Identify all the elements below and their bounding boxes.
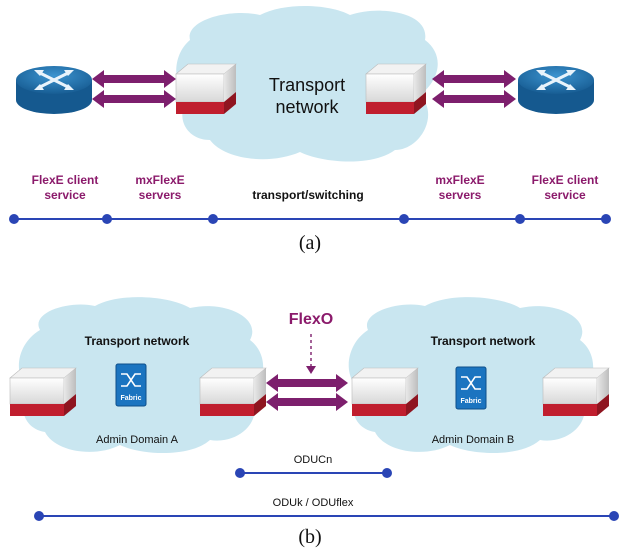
label-line: FlexE client: [531, 173, 599, 187]
label-left-flexe-client: FlexE client service: [20, 173, 110, 203]
server-box-icon-a-left: [175, 63, 237, 114]
oduk-line: [34, 511, 619, 521]
label-line: servers: [138, 188, 182, 202]
admin-domain-a-label: Admin Domain A: [96, 434, 178, 446]
label-left-mxflexe-servers: mxFlexE servers: [120, 173, 200, 203]
flexo-pointer-arrow: [306, 334, 316, 374]
label-line: service: [544, 188, 586, 202]
router-icon-left: [16, 66, 92, 114]
double-arrow-icon-a-left: [92, 70, 176, 108]
oducn-line: [235, 468, 392, 478]
caption-a: (a): [298, 232, 322, 254]
admin-domain-b-label: Admin Domain B: [431, 434, 515, 446]
flexo-label: FlexO: [288, 311, 334, 328]
transport-cloud-a: [176, 5, 438, 162]
cloud-title-b-left: Transport network: [84, 334, 190, 348]
server-box-icon-b-4: [542, 367, 610, 416]
label-line: mxFlexE: [435, 173, 485, 187]
oduk-oduflex-label: ODUk / ODUflex: [272, 497, 354, 509]
label-transport-switching: transport/switching: [252, 188, 364, 202]
label-line: service: [44, 188, 86, 202]
server-box-icon-b-3: [351, 367, 419, 416]
cloud-title-line2: network: [275, 97, 339, 117]
router-icon-right: [518, 66, 594, 114]
fabric-switch-icon-right: [455, 366, 487, 410]
label-right-flexe-client: FlexE client service: [520, 173, 610, 203]
caption-b: (b): [298, 526, 322, 548]
double-arrow-icon-a-right: [432, 70, 516, 108]
label-line: mxFlexE: [135, 173, 185, 187]
double-arrow-icon-b: [266, 374, 348, 411]
server-box-icon-b-2: [199, 367, 267, 416]
fabric-label-right: Fabric: [460, 398, 482, 405]
label-right-mxflexe-servers: mxFlexE servers: [420, 173, 500, 203]
cloud-title-line1: Transport: [268, 75, 346, 95]
fabric-label-left: Fabric: [120, 395, 142, 402]
server-box-icon-b-1: [9, 367, 77, 416]
fabric-switch-icon-left: [115, 363, 147, 407]
label-line: FlexE client: [31, 173, 99, 187]
service-line-a: [9, 214, 611, 224]
label-line: servers: [438, 188, 482, 202]
cloud-title-b-right: Transport network: [430, 334, 536, 348]
cloud-title-a: Transport network: [262, 74, 352, 118]
oducn-label: ODUCn: [293, 454, 333, 466]
server-box-icon-a-right: [365, 63, 427, 114]
